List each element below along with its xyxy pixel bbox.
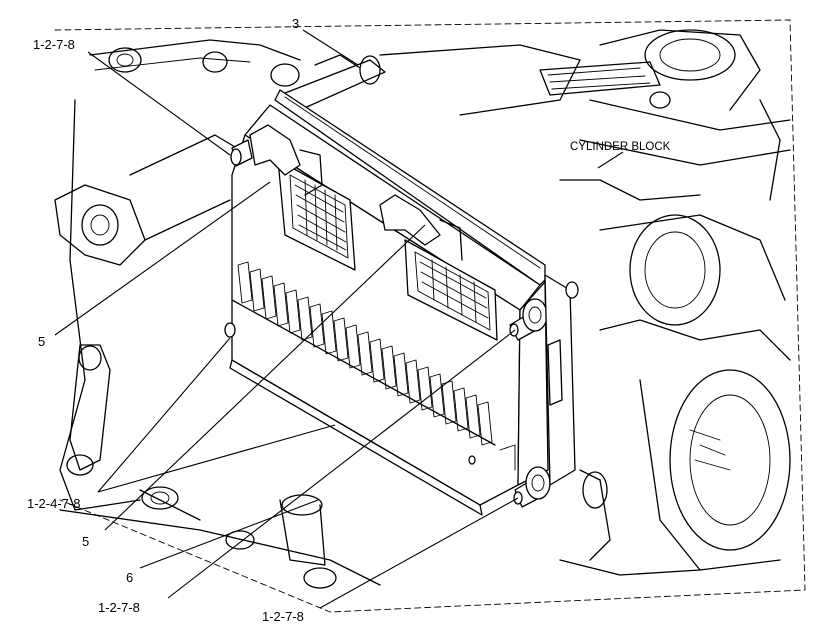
callout-cylinder-block: CYLINDER BLOCK — [570, 141, 671, 153]
callout-bottom-left: 1-2-7-8 — [98, 600, 140, 615]
callout-6: 6 — [126, 570, 133, 585]
callout-3: 3 — [292, 16, 299, 31]
engine-background — [54, 19, 806, 613]
cooling-fins — [237, 261, 493, 446]
mount-bolt-lower-right — [513, 466, 551, 508]
callout-5-left: 5 — [38, 334, 45, 349]
right-bracket — [544, 274, 579, 486]
mount-bolt-upper-right — [509, 298, 548, 341]
ecm-module — [229, 89, 549, 516]
callout-1-2-4-7-8: 1-2-4-7-8 — [27, 496, 80, 511]
mount-bolt-lower-left — [224, 322, 236, 338]
callout-5-bottom: 5 — [82, 534, 89, 549]
leader-lines — [54, 29, 624, 609]
callout-bottom-right: 1-2-7-8 — [262, 609, 304, 624]
callout-top-left: 1-2-7-8 — [33, 37, 75, 52]
mount-bolt-upper-left — [230, 139, 253, 167]
callout-labels: 1-2-7-8 3 CYLINDER BLOCK 5 1-2-4-7-8 5 6… — [27, 16, 671, 624]
